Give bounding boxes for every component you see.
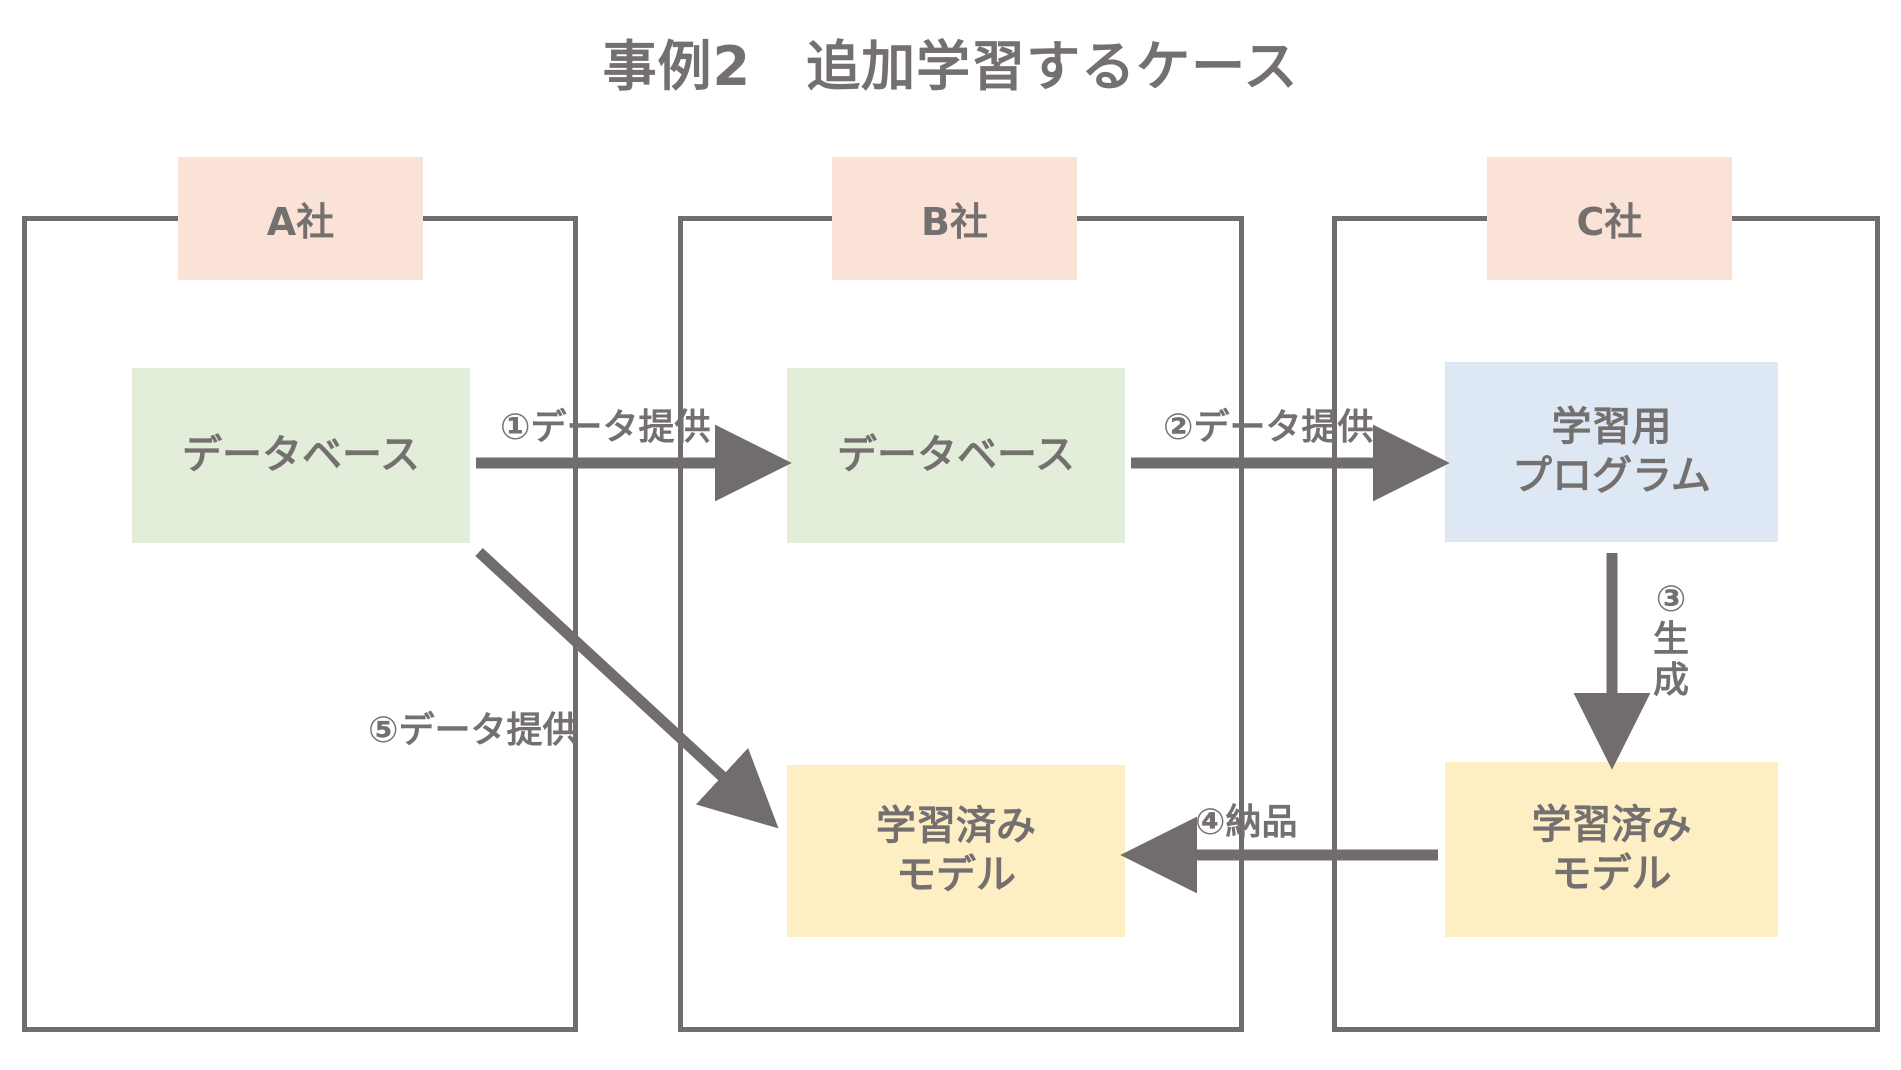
node-database-b: データベース xyxy=(787,368,1125,543)
node-trained-model-c: 学習済み モデル xyxy=(1445,762,1778,937)
arrow-label-flow-5: ⑤データ提供 xyxy=(368,710,579,751)
company-label-c-text: C社 xyxy=(1576,200,1643,244)
arrow-label-flow-1: ①データ提供 xyxy=(500,407,711,448)
company-label-b: B社 xyxy=(832,157,1077,280)
node-trained-model-b-label: 学習済み モデル xyxy=(876,803,1036,898)
company-label-c: C社 xyxy=(1487,157,1732,280)
page-title: 事例2 追加学習するケース xyxy=(602,35,1299,98)
arrow-label-flow-3: ③ 生 成 xyxy=(1652,579,1689,701)
arrow-label-flow-4: ④納品 xyxy=(1195,802,1298,843)
company-label-a: A社 xyxy=(178,157,423,280)
node-training-program-c: 学習用 プログラム xyxy=(1445,362,1778,542)
node-database-b-label: データベース xyxy=(837,432,1075,479)
company-label-a-text: A社 xyxy=(266,200,335,244)
node-trained-model-b: 学習済み モデル xyxy=(787,765,1125,937)
company-label-b-text: B社 xyxy=(921,200,988,244)
node-database-a: データベース xyxy=(132,368,470,543)
node-trained-model-c-label: 学習済み モデル xyxy=(1531,801,1692,897)
node-database-a-label: データベース xyxy=(182,432,420,479)
arrow-label-flow-2: ②データ提供 xyxy=(1163,407,1374,448)
node-training-program-c-label: 学習用 プログラム xyxy=(1512,404,1711,499)
company-frame-a xyxy=(22,216,578,1032)
